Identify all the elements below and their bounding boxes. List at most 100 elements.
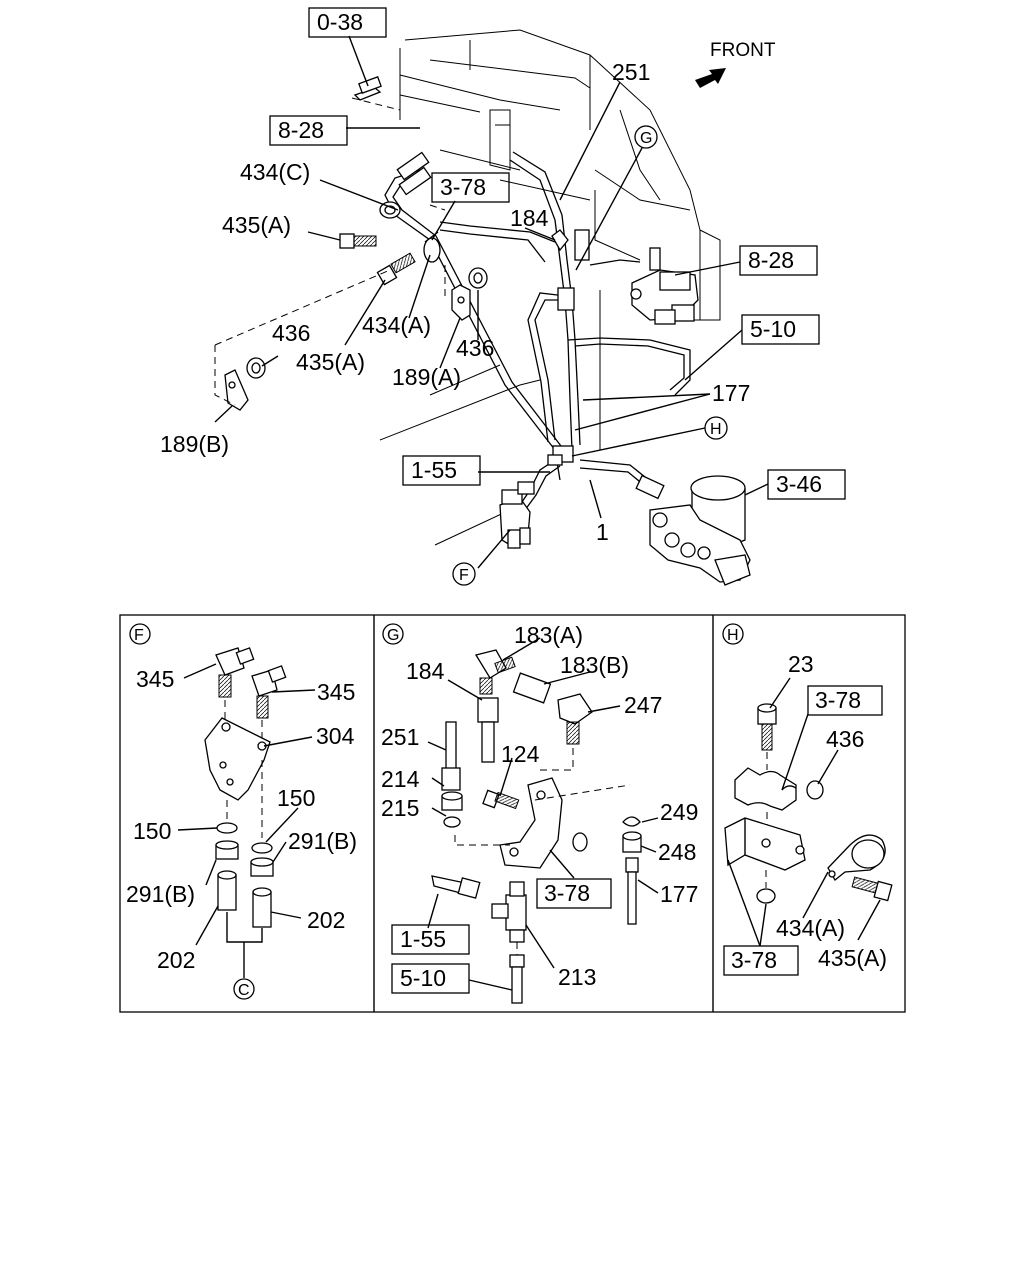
label-183b: 183(B)	[560, 652, 629, 678]
pipe-177	[625, 857, 639, 925]
nut-436-upper	[468, 267, 488, 289]
label-189a: 189(A)	[392, 364, 461, 390]
junction-g	[551, 229, 590, 311]
label-183a: 183(A)	[514, 622, 583, 648]
main-assembly: FRONT 0-	[160, 7, 846, 586]
label-23: 23	[788, 651, 814, 677]
washer-150-right	[251, 842, 273, 854]
panel-f-c-marker: C	[238, 982, 250, 999]
label-248: 248	[658, 839, 696, 865]
label-291b-left: 291(B)	[126, 881, 195, 907]
label-251: 251	[612, 59, 650, 85]
marker-g: G	[640, 130, 652, 147]
label-184-g: 184	[406, 658, 445, 684]
clip-249	[622, 816, 641, 827]
leader-lines	[214, 35, 769, 569]
bolt-124	[482, 789, 520, 810]
fitting-345-left	[215, 647, 255, 698]
ref-3-46: 3-46	[776, 471, 822, 497]
panel-h-marker: H	[727, 627, 739, 644]
nut-184	[477, 697, 499, 763]
label-124: 124	[501, 741, 540, 767]
ref-8-28-top: 8-28	[278, 117, 324, 143]
chassis-outline	[379, 29, 721, 546]
clamp-434a	[423, 231, 441, 263]
bolt-435a-upper	[339, 233, 377, 249]
nut-291b-left	[215, 840, 239, 860]
bolt-435a-lower	[376, 252, 416, 286]
fitting-f-assembly	[499, 481, 535, 549]
label-435a-upper: 435(A)	[222, 212, 291, 238]
nut-291b-right	[250, 857, 274, 877]
fitting-247	[557, 693, 593, 745]
ref-3-78-h-bottom: 3-78	[731, 947, 777, 973]
front-arrow-icon	[695, 68, 726, 88]
label-215: 215	[381, 795, 419, 821]
pipe-1-55	[431, 875, 481, 899]
front-label: FRONT	[710, 40, 776, 61]
label-434c: 434(C)	[240, 159, 310, 185]
nut-436-h	[806, 780, 824, 800]
ring-215	[443, 816, 461, 828]
label-436-right: 436	[456, 335, 494, 361]
label-177: 177	[712, 380, 750, 406]
panel-h: H	[722, 623, 893, 976]
label-436-left: 436	[272, 320, 310, 346]
label-247: 247	[624, 692, 662, 718]
label-435a-lower: 435(A)	[296, 349, 365, 375]
tee-213	[491, 881, 527, 943]
ref-8-28-right: 8-28	[748, 247, 794, 273]
spacer-202-left	[217, 870, 237, 911]
label-304: 304	[316, 723, 355, 749]
label-1: 1	[596, 519, 609, 545]
ref-1-55: 1-55	[411, 457, 457, 483]
label-202-right: 202	[307, 907, 345, 933]
clamp-half-h	[734, 767, 797, 811]
ref-3-78-g: 3-78	[544, 880, 590, 906]
valve-block-828	[630, 247, 699, 325]
junction-h	[547, 445, 574, 466]
ref-3-78-h-top: 3-78	[815, 687, 861, 713]
label-150-right: 150	[277, 785, 315, 811]
label-251-g: 251	[381, 724, 419, 750]
label-345-left: 345	[136, 666, 174, 692]
bolt-435a-h	[851, 876, 893, 902]
pipe-5-10	[509, 954, 525, 1004]
bolt-23	[757, 703, 777, 751]
label-213: 213	[558, 964, 596, 990]
bracket-304	[204, 717, 271, 801]
ref-5-10-g: 5-10	[400, 965, 446, 991]
washer-150-left	[216, 822, 238, 834]
label-184: 184	[510, 205, 549, 231]
bracket-189b	[224, 369, 249, 411]
ref-5-10: 5-10	[750, 316, 796, 342]
ref-0-38: 0-38	[317, 9, 363, 35]
panel-f: F	[126, 623, 357, 1000]
air-dryer-346	[635, 474, 751, 586]
panel-g: G	[381, 622, 698, 1004]
panel-g-marker: G	[387, 627, 399, 644]
marker-f: F	[459, 567, 469, 584]
detail-panels-frame	[119, 614, 906, 1013]
ref-1-55-g: 1-55	[400, 926, 446, 952]
nut-436-lower	[246, 357, 266, 379]
tube-251	[441, 721, 461, 791]
label-434a-h: 434(A)	[776, 915, 845, 941]
nut-214	[441, 791, 463, 811]
label-249: 249	[660, 799, 698, 825]
label-150-left: 150	[133, 818, 171, 844]
label-177-g: 177	[660, 881, 698, 907]
elbow-183a	[474, 649, 516, 695]
fitting-345-right	[251, 665, 287, 719]
spacer-202-right	[252, 887, 272, 928]
label-434a: 434(A)	[362, 312, 431, 338]
fitting-top-plug	[353, 76, 382, 101]
bracket-189a	[451, 284, 471, 321]
label-435a-h: 435(A)	[818, 945, 887, 971]
marker-h: H	[710, 421, 722, 438]
label-202-left: 202	[157, 947, 195, 973]
label-291b-right: 291(B)	[288, 828, 357, 854]
label-345-right: 345	[317, 679, 355, 705]
bracket-3-78-g	[499, 777, 563, 869]
nut-248	[622, 831, 642, 853]
